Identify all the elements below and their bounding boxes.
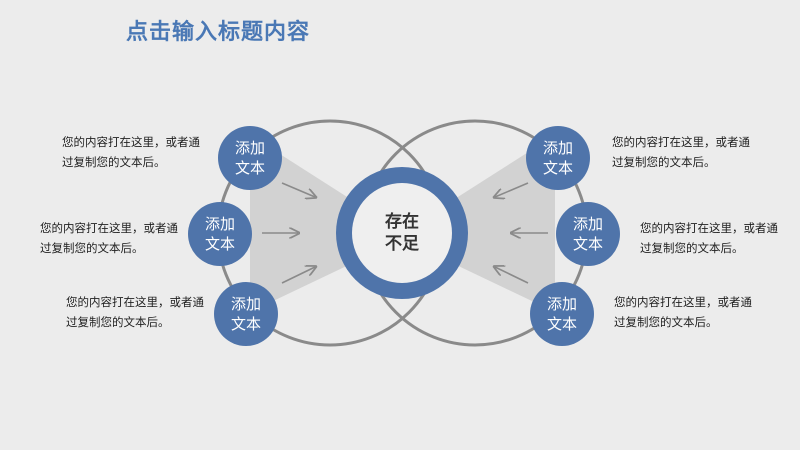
arrow-right-1 — [495, 182, 529, 197]
right-node-3: 添加 文本 — [530, 282, 594, 346]
left-text-1: 您的内容打在这里，或者通过复制您的文本后。 — [62, 135, 200, 169]
right-cone — [450, 135, 555, 312]
arrow-left-3 — [281, 267, 315, 284]
left-cone — [250, 135, 355, 312]
left-node-3: 添加 文本 — [214, 282, 278, 346]
page-title: 点击输入标题内容 — [126, 20, 311, 45]
center-label: 存在 不足 — [352, 183, 452, 283]
right-text-1: 您的内容打在这里，或者通过复制您的文本后。 — [612, 135, 750, 169]
right-node-1: 添加 文本 — [526, 126, 590, 190]
right-text-3: 您的内容打在这里，或者通过复制您的文本后。 — [614, 295, 752, 329]
arrow-right-3 — [495, 267, 529, 284]
left-text-2: 您的内容打在这里，或者通过复制您的文本后。 — [40, 221, 178, 255]
left-node-2: 添加 文本 — [188, 202, 252, 266]
arrow-left-1 — [281, 182, 315, 197]
right-text-2: 您的内容打在这里，或者通过复制您的文本后。 — [640, 221, 778, 255]
right-node-2: 添加 文本 — [556, 202, 620, 266]
left-node-1: 添加 文本 — [218, 126, 282, 190]
left-text-3: 您的内容打在这里，或者通过复制您的文本后。 — [66, 295, 204, 329]
